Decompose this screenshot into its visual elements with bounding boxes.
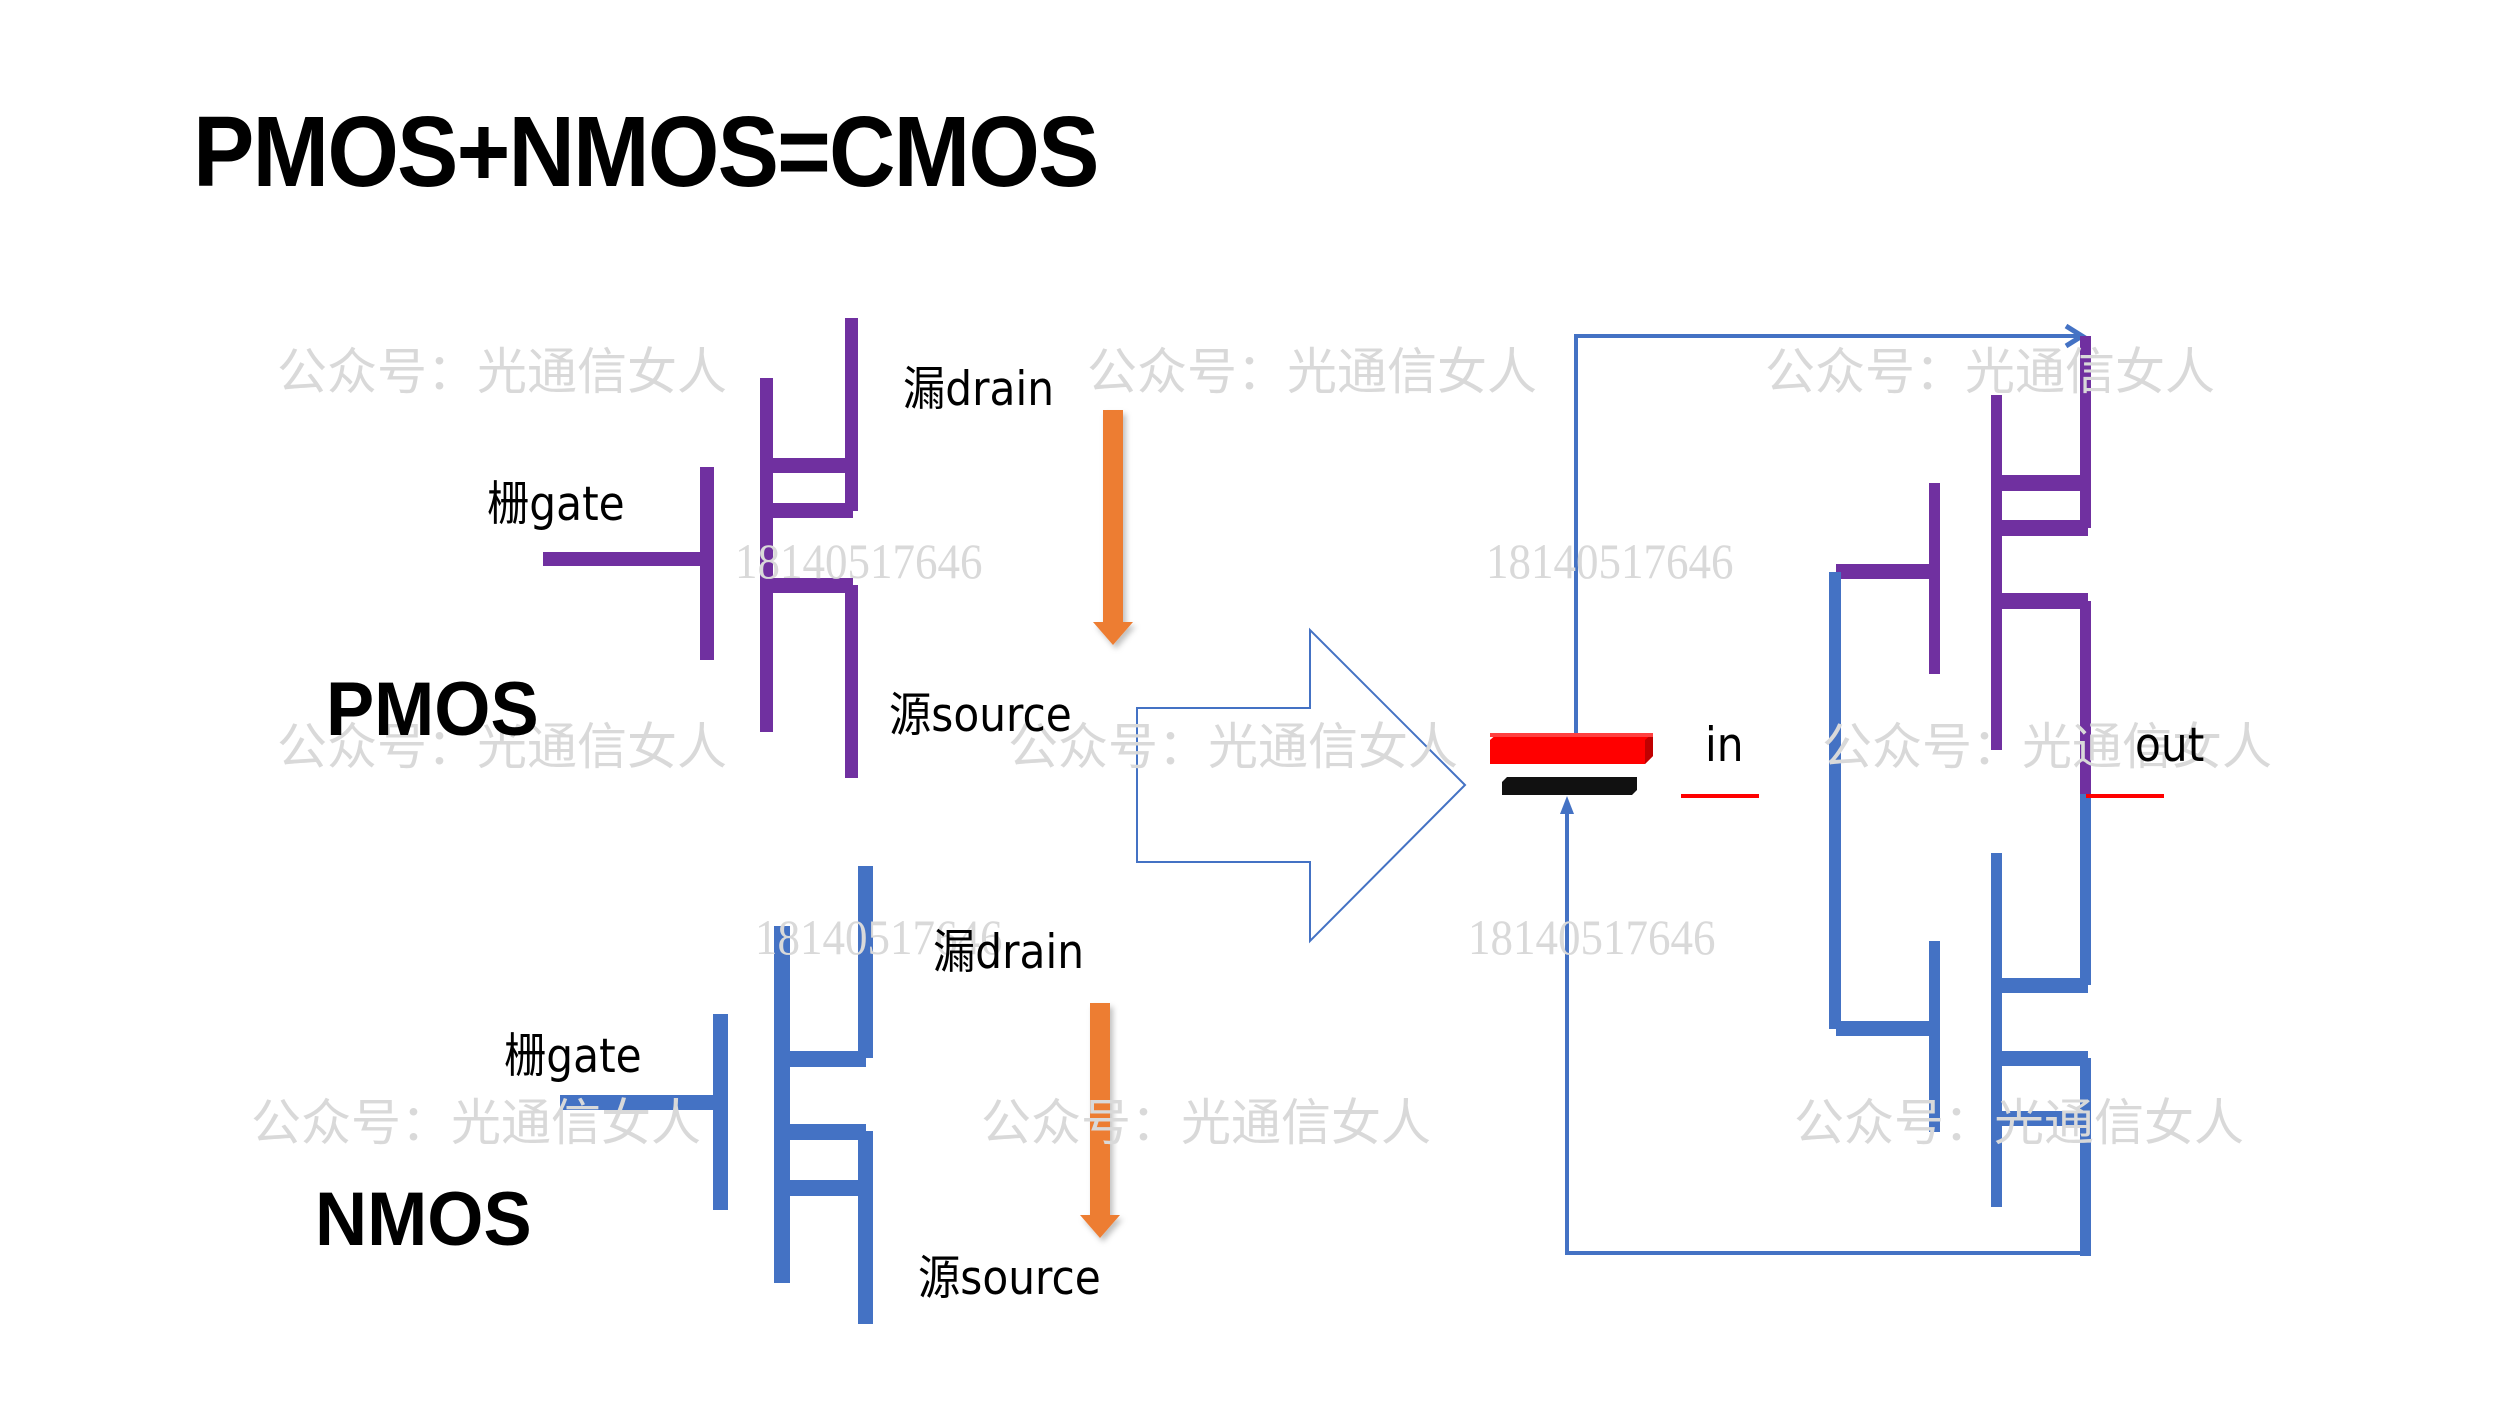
cmos-pmos-channel xyxy=(1991,395,2002,750)
pmos-source-label: 源source xyxy=(889,688,1072,743)
nmos-flow-arrow xyxy=(1080,1003,1120,1238)
output-line xyxy=(2086,794,2164,798)
pmos-drain-lead xyxy=(845,318,858,511)
nmos-symbol xyxy=(560,866,873,1324)
cmos-nmos-gate-lead xyxy=(1836,1021,1930,1036)
pmos-source-stub xyxy=(773,578,853,593)
nmos-gate-lead xyxy=(560,1095,728,1110)
pmos-flow-arrow xyxy=(1093,410,1133,645)
cmos-output-label: out xyxy=(2135,718,2205,773)
cmos-nmos-source-lead xyxy=(2080,1058,2091,1256)
page-title: PMOS+NMOS=CMOS xyxy=(193,96,1099,208)
nmos-gate-label: 栅gate xyxy=(504,1029,642,1084)
nmos-gate-plate xyxy=(713,1014,728,1210)
pmos-gate-plate xyxy=(700,467,714,660)
pmos-channel xyxy=(760,378,773,732)
input-line xyxy=(1681,794,1759,798)
cmos-pmos-gate-lead xyxy=(1836,564,1930,579)
supply-negative-plate xyxy=(1502,777,1637,795)
nmos-drain-stub xyxy=(790,1051,866,1067)
wire-bottom-arrowhead xyxy=(1560,796,1574,814)
cmos-input-label: in xyxy=(1705,718,1744,773)
nmos-drain-lead xyxy=(858,866,873,1058)
pmos-gate-label: 栅gate xyxy=(487,477,625,532)
pmos-symbol xyxy=(543,318,858,778)
nmos-source-stub-2 xyxy=(790,1180,866,1196)
cmos-nmos xyxy=(1829,572,2091,1256)
nmos-drain-label: 漏drain xyxy=(933,925,1085,980)
pmos-gate-lead xyxy=(543,552,703,566)
cmos-nmos-gate-plate xyxy=(1929,941,1940,1132)
cmos-pmos-gate-plate xyxy=(1929,483,1940,674)
pmos-title: PMOS xyxy=(326,667,539,752)
wire-bottom xyxy=(1565,807,2084,1255)
cmos-pmos-drain-lead xyxy=(2080,601,2091,794)
cmos-nmos-drain-lead xyxy=(2080,794,2091,985)
cmos-input-bus xyxy=(1829,572,1841,1029)
pmos-source-lead xyxy=(845,585,858,778)
nmos-source-label: 源source xyxy=(918,1251,1101,1306)
pmos-drain-stub-1 xyxy=(773,458,853,473)
supply-source xyxy=(1490,733,1653,795)
combine-arrow xyxy=(1136,627,1467,944)
nmos-source-lead xyxy=(858,1131,873,1324)
cmos-nmos-channel xyxy=(1991,853,2002,1207)
pmos-drain-stub-2 xyxy=(773,503,853,518)
wire-top xyxy=(1574,334,2082,733)
nmos-source-stub-1 xyxy=(790,1124,866,1140)
nmos-title: NMOS xyxy=(315,1177,532,1262)
pmos-drain-label: 漏drain xyxy=(903,362,1055,417)
cmos-pmos xyxy=(1836,336,2091,794)
nmos-channel xyxy=(774,926,790,1283)
cmos-pmos-source-lead xyxy=(2080,336,2091,528)
supply-positive-plate xyxy=(1490,733,1653,764)
